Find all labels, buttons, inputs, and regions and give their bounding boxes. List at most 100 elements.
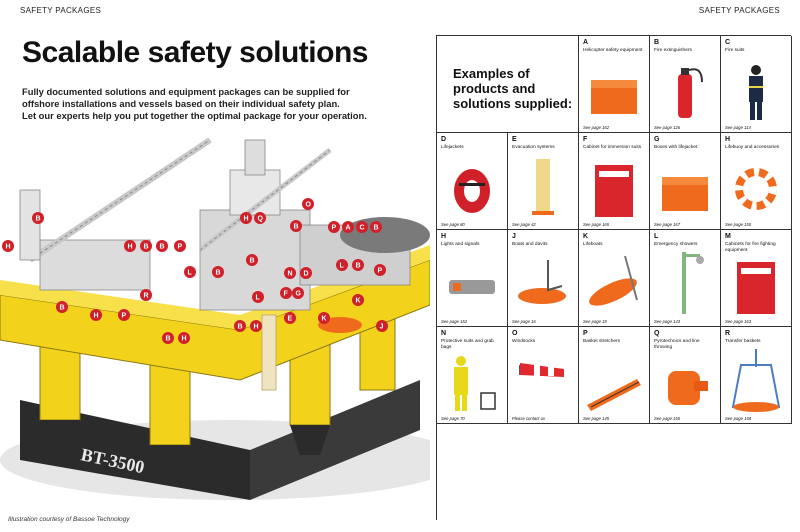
marker bbox=[140, 240, 152, 252]
product-letter: L bbox=[654, 233, 659, 240]
product-letter: P bbox=[583, 330, 588, 337]
product-letter: B bbox=[654, 39, 660, 46]
marker bbox=[212, 266, 224, 278]
page-reference: See page 16 bbox=[512, 319, 536, 324]
marker bbox=[90, 309, 102, 321]
product-letter: H bbox=[725, 136, 731, 143]
svg-text:P: P bbox=[332, 225, 337, 232]
protective-suit-icon bbox=[454, 356, 496, 411]
page-reference: See page 70 bbox=[441, 416, 465, 421]
page-reference: See page 143 bbox=[654, 319, 681, 324]
product-letter: M bbox=[725, 233, 731, 240]
product-name: Helicopter safety equipment bbox=[583, 48, 643, 53]
product-letter: H bbox=[441, 233, 447, 240]
svg-text:L: L bbox=[188, 270, 193, 277]
page-reference: See page 162 bbox=[583, 125, 610, 130]
product-name: Fire suits bbox=[725, 48, 745, 53]
svg-text:B: B bbox=[166, 336, 171, 343]
product-letter: N bbox=[441, 330, 447, 337]
product-name: Lifebuoy and accessories bbox=[725, 145, 780, 150]
intro-line: Let our experts help you put together th… bbox=[22, 110, 367, 121]
product-letter: J bbox=[512, 233, 516, 240]
svg-text:B: B bbox=[144, 244, 149, 251]
light-signal-icon bbox=[449, 280, 495, 294]
marker bbox=[162, 332, 174, 344]
orange-box-icon bbox=[591, 80, 637, 114]
svg-text:P: P bbox=[378, 268, 383, 275]
product-name: Cabinets for fire fighting equipment bbox=[725, 242, 776, 253]
marker bbox=[352, 294, 364, 306]
product-letter: F bbox=[583, 136, 588, 143]
page-reference: Please contact us bbox=[512, 416, 546, 421]
svg-text:H: H bbox=[182, 336, 187, 343]
product-name: Windsocks bbox=[512, 339, 536, 344]
marker bbox=[300, 267, 312, 279]
orange-box-icon bbox=[662, 177, 708, 211]
examples-line: products and bbox=[453, 81, 536, 96]
marker bbox=[240, 212, 252, 224]
svg-text:N: N bbox=[288, 271, 293, 278]
product-letter: O bbox=[512, 330, 518, 337]
svg-text:C: C bbox=[360, 225, 365, 232]
product-name: Lifeboats bbox=[583, 242, 603, 247]
intro-line: offshore installations and vessels based… bbox=[22, 98, 340, 109]
rescue-boat-icon bbox=[518, 260, 566, 304]
page-reference: See page 80 bbox=[441, 222, 465, 227]
offshore-rig-illustration: BT-3500 B H H B B P H Q B O P A C B L B bbox=[0, 137, 430, 500]
red-cabinet-icon bbox=[595, 165, 633, 217]
marker bbox=[32, 212, 44, 224]
marker bbox=[292, 287, 304, 299]
page-reference: See page 150 bbox=[725, 222, 752, 227]
svg-text:B: B bbox=[238, 324, 243, 331]
product-letter: D bbox=[441, 136, 447, 143]
product-letter: E bbox=[512, 136, 517, 143]
page-reference: See page 42 bbox=[512, 222, 536, 227]
svg-text:R: R bbox=[144, 293, 149, 300]
marker bbox=[328, 221, 340, 233]
product-name: Fire extinguishers bbox=[654, 48, 692, 53]
product-name: Cabinet for immersion suits bbox=[583, 145, 642, 150]
illustration-credit: Illustration courtesy of Bassoe Technolo… bbox=[8, 516, 130, 523]
product-letter: A bbox=[583, 39, 589, 46]
examples-line: Examples of bbox=[453, 66, 530, 81]
marker bbox=[376, 320, 388, 332]
marker bbox=[56, 301, 68, 313]
marker bbox=[302, 198, 314, 210]
product-name: Pyrotechnics and line throwing bbox=[654, 339, 700, 350]
marker bbox=[352, 259, 364, 271]
marker bbox=[2, 240, 14, 252]
marker bbox=[342, 221, 354, 233]
marker bbox=[156, 240, 168, 252]
product-name: Lights and signals bbox=[441, 242, 480, 247]
examples-heading-cell: Examples of products and solutions suppl… bbox=[437, 36, 579, 133]
stretcher-icon bbox=[587, 379, 641, 411]
svg-text:L: L bbox=[256, 295, 261, 302]
marker bbox=[234, 320, 246, 332]
product-name: Basket stretchers bbox=[583, 339, 621, 344]
svg-text:B: B bbox=[374, 225, 379, 232]
product-letter: Q bbox=[654, 330, 660, 337]
lifebuoy-icon bbox=[735, 168, 777, 210]
fire-suit-icon bbox=[749, 65, 763, 120]
windsock-icon bbox=[519, 363, 564, 377]
marker bbox=[124, 240, 136, 252]
svg-text:H: H bbox=[128, 244, 133, 251]
marker bbox=[280, 287, 292, 299]
lifejacket-icon bbox=[454, 169, 490, 213]
page-reference: See page 19 bbox=[583, 319, 607, 324]
intro-line: Fully documented solutions and equipment… bbox=[22, 86, 350, 97]
marker bbox=[250, 320, 262, 332]
marker bbox=[174, 240, 186, 252]
svg-text:P: P bbox=[178, 244, 183, 251]
fire-extinguisher-icon bbox=[678, 68, 703, 118]
svg-text:O: O bbox=[306, 202, 312, 209]
product-letter: C bbox=[725, 39, 731, 46]
